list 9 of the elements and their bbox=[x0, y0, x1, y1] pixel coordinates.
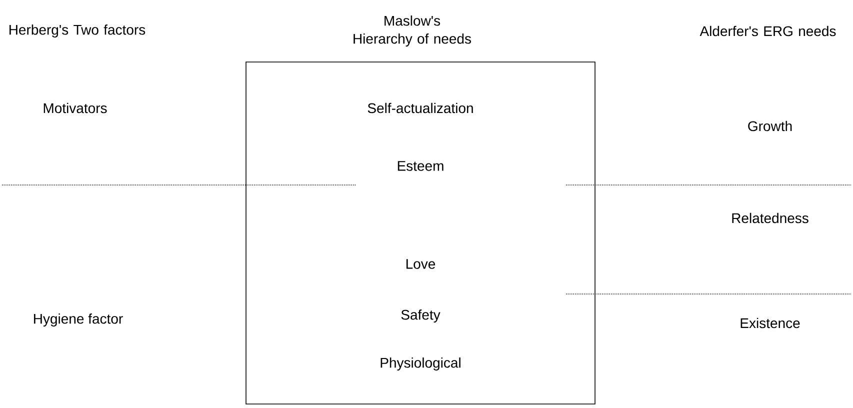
row-label: Relatedness bbox=[732, 212, 808, 224]
row-label: Existence bbox=[740, 318, 800, 328]
column-heading: Maslow's Hierarchy of needs bbox=[354, 15, 471, 47]
column-heading: Herberg's Two factors bbox=[10, 24, 146, 38]
row-label: Hygiene factor bbox=[34, 313, 123, 327]
row-label: Growth bbox=[748, 120, 792, 132]
hierarchy-box: Self-actualization Esteem Love Safety Physiological bbox=[246, 62, 596, 404]
column-heading: Alderfer's ERG needs bbox=[700, 26, 836, 36]
row-label: Motivators bbox=[44, 102, 107, 114]
